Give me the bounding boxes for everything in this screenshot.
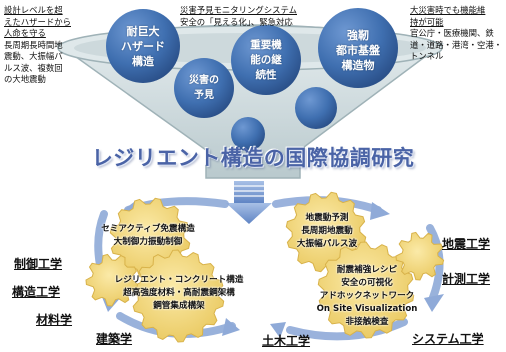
- note-function-line: 大災害時でも機能維: [410, 5, 486, 15]
- bubble-label-infrastructure: 強靭 都市基盤 構造物: [320, 28, 396, 73]
- gear-label-line: 鋼管集成構架: [153, 301, 205, 311]
- note-function-detail: 官公庁・医療機関、鉄: [410, 28, 494, 38]
- note-function-maintained: 大災害時でも機能維 持が可能 官公庁・医療機関、鉄 道・道路・港湾・空港・ トン…: [410, 5, 506, 63]
- field-systems-engineering: システム工学: [412, 332, 484, 346]
- gear-label-line: 大振幅パルス波: [296, 239, 358, 249]
- note-protect-lives-detail: の大地震動: [4, 74, 46, 84]
- bubble-label-line: 構造: [132, 55, 154, 68]
- bubble-label-line: 能の継: [250, 54, 282, 66]
- bubble-hazard-resistance: [106, 9, 180, 83]
- gears: [85, 191, 445, 343]
- note-protect-lives-line: えたハザードから: [4, 16, 71, 27]
- bubble-label-line: 予見: [194, 90, 214, 101]
- note-protect-lives-detail: 震動、大振幅パ: [4, 51, 63, 61]
- note-function-detail: トンネル: [410, 51, 444, 61]
- note-monitoring-system: 災害予見モニタリングシステム 安全の「見える化」、緊急対応: [180, 5, 340, 28]
- headline: レジリエント構造の国際協調研究: [91, 146, 415, 170]
- note-monitoring-title: 災害予見モニタリングシステム: [180, 5, 297, 15]
- bubble-label-line: 構造物: [341, 59, 375, 72]
- bubble-function-continuity: [231, 25, 301, 95]
- bubble-label-line: 重要機: [250, 39, 282, 51]
- bubble-label-continuity: 重要機 能の継 続性: [236, 38, 296, 83]
- bubble-resilient-infrastructure: [318, 8, 398, 88]
- note-protect-lives-detail: ルス波、複数回: [4, 62, 63, 73]
- note-protect-lives: 設計レベルを超 えたハザードから 人命を守る 長周期長時間地 震動、大振幅パ ル…: [4, 5, 90, 86]
- bubble-label-line: 強靭: [347, 29, 369, 42]
- bubble-small-2: [231, 117, 265, 151]
- bubble-disaster-prediction: [174, 58, 234, 118]
- field-architecture: 建築学: [96, 332, 133, 346]
- gear-retrofit-icon: [317, 241, 415, 339]
- bubbles: [106, 8, 398, 151]
- note-monitoring-detail: 安全の「見える化」、緊急対応: [180, 16, 293, 27]
- field-civil-engineering: 土木工学: [262, 334, 311, 348]
- gear-label-line: 安全の可視化: [341, 278, 393, 288]
- field-measurement-engineering: 計測工学: [442, 272, 491, 286]
- gear-label-resilient-concrete: レジリエント・コンクリート構造 超高強度材料・高耐震鋼架構 鋼管集成構架: [100, 274, 258, 313]
- note-protect-lives-detail: 長周期長時間地: [4, 39, 63, 50]
- bubble-label-line: 災害の: [189, 75, 219, 86]
- gear-label-line: 非接触検査: [345, 317, 389, 327]
- gear-label-line: On Site Visualization: [316, 304, 418, 314]
- gear-label-line: アドホックネットワーク: [319, 291, 415, 301]
- gear-label-ground-motion: 地震動予測 長周期地震動 大振幅パルス波: [272, 212, 382, 251]
- field-earthquake-engineering: 地震工学: [442, 237, 491, 251]
- note-function-detail: 道・道路・港湾・空港・: [410, 39, 503, 50]
- field-structural-engineering: 構造工学: [12, 285, 61, 299]
- bubble-small-1: [295, 87, 337, 129]
- gear-label-line: 耐震補強レシピ: [336, 265, 398, 275]
- bubble-label-hazard: 耐巨大 ハザード 構造: [108, 24, 178, 69]
- gear-resilient-concrete-icon: [131, 249, 225, 343]
- bubble-label-prediction: 災害の 予見: [176, 73, 232, 103]
- gear-label-line: セミアクティブ免震構造: [101, 224, 195, 234]
- gear-label-line: レジリエント・コンクリート構造: [114, 275, 244, 285]
- down-arrow-icon: [226, 181, 272, 224]
- note-protect-lives-line: 設計レベルを超: [4, 5, 63, 15]
- gear-label-vibration-control: セミアクティブ免震構造 大制御力振動制御: [78, 223, 218, 249]
- gear-label-line: 地震動予測: [305, 213, 349, 223]
- gear-label-retrofit: 耐震補強レシピ 安全の可視化 アドホックネットワーク On Site Visua…: [292, 264, 442, 329]
- gear-label-line: 大制御力振動制御: [113, 237, 183, 247]
- bubble-label-line: 耐巨大: [126, 25, 160, 38]
- note-function-line: 持が可能: [410, 16, 444, 27]
- note-protect-lives-line: 人命を守る: [4, 28, 46, 38]
- bubble-label-line: 都市基盤: [336, 44, 380, 57]
- bubble-label-line: 続性: [255, 69, 277, 81]
- field-control-engineering: 制御工学: [14, 257, 63, 271]
- bubble-label-line: ハザード: [121, 40, 165, 53]
- field-materials-science: 材料学: [36, 313, 73, 327]
- gear-small-right-icon: [395, 231, 445, 281]
- gear-label-line: 長周期地震動: [301, 226, 353, 236]
- gear-small-left-icon: [85, 253, 139, 307]
- gear-label-line: 超高強度材料・高耐震鋼架構: [123, 288, 235, 298]
